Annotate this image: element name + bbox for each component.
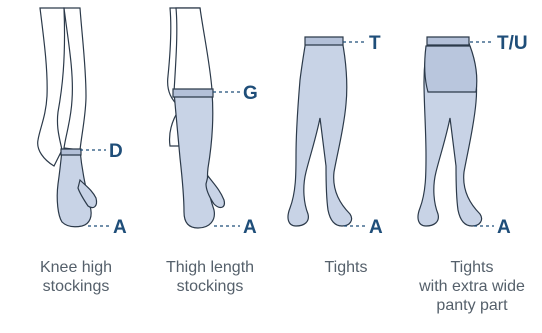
marker-label-a: A (497, 217, 511, 238)
tights-waistband (427, 37, 469, 45)
marker-label-a: A (369, 217, 383, 238)
figure-tights (288, 37, 352, 226)
leg-outline (38, 8, 65, 166)
caption-line: stockings (6, 277, 146, 296)
tights-body (288, 40, 352, 226)
figure-tights-wide (418, 37, 482, 226)
marker-label-a: A (113, 217, 127, 238)
caption-line: Thigh length (140, 258, 280, 277)
stocking-band (61, 149, 81, 155)
marker-label-g: G (243, 83, 258, 104)
stocking-band (173, 89, 213, 97)
caption-knee-high: Knee high stockings (6, 258, 146, 296)
marker-label-a: A (243, 217, 257, 238)
marker-label-tu: T/U (497, 33, 528, 54)
caption-line: Knee high (6, 258, 146, 277)
marker-label-t: T (369, 33, 381, 54)
caption-tights-wide: Tights with extra wide panty part (402, 258, 542, 315)
panty-part (425, 46, 477, 92)
stocking (174, 92, 214, 228)
caption-tights: Tights (276, 258, 416, 277)
figure-knee-high (38, 8, 97, 227)
caption-thigh-length: Thigh length stockings (140, 258, 280, 296)
leg-outline (64, 8, 86, 150)
caption-line: Tights (402, 258, 542, 277)
caption-line: panty part (402, 296, 542, 315)
caption-line: stockings (140, 277, 280, 296)
caption-line: Tights (276, 258, 416, 277)
tights-waistband (305, 37, 343, 45)
leg-outline (174, 8, 212, 92)
figure-thigh-length (168, 8, 225, 228)
marker-label-d: D (109, 141, 123, 162)
caption-line: with extra wide (402, 277, 542, 296)
